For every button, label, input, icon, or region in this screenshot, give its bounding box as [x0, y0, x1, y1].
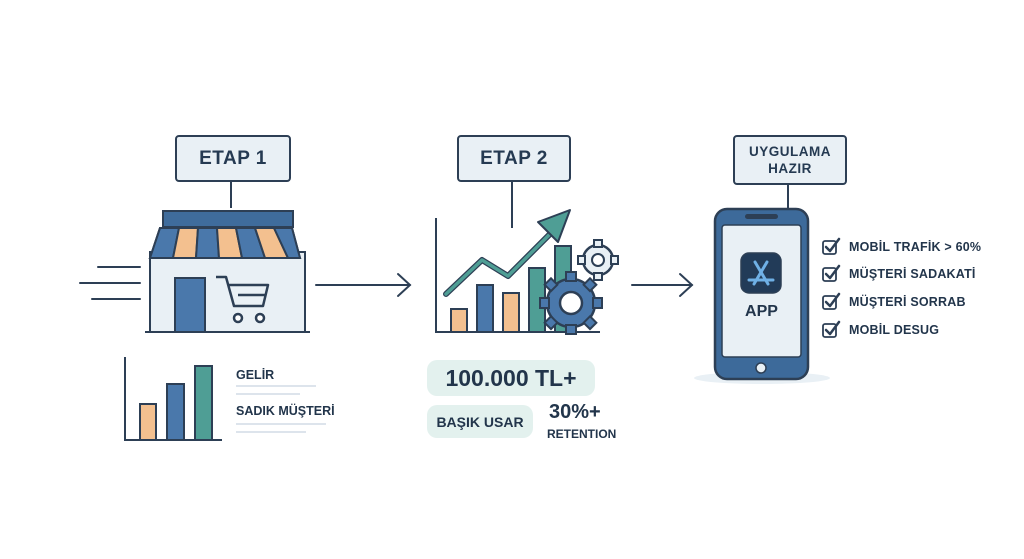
growth-arrow-head-icon	[537, 209, 571, 243]
stage1-bar-blue	[166, 383, 185, 441]
stage3-label-line2: HAZIR	[768, 161, 812, 176]
stage1-label-text: ETAP 1	[199, 147, 267, 169]
stage3-label-line1: UYGULAMA	[749, 144, 831, 159]
revenue-value: 100.000 TL+	[445, 364, 577, 391]
revenue-pill: 100.000 TL+	[427, 360, 595, 396]
checklist-boxes	[822, 240, 837, 338]
stage2-label-text: ETAP 2	[480, 147, 548, 169]
smartphone-icon	[694, 207, 830, 384]
app-label: APP	[745, 303, 778, 320]
retention-value: 30%+	[549, 401, 601, 423]
checklist-item-1: MOBİL TRAFİK > 60%	[849, 240, 981, 254]
gears-icon	[539, 239, 619, 335]
stage1-legend-lines	[236, 385, 326, 433]
stage1-bar-chart	[124, 357, 222, 441]
shopping-cart-icon	[216, 275, 270, 324]
stage2-label: ETAP 2	[457, 135, 571, 182]
checklist-item-2-text: MÜŞTERİ SADAKATİ	[849, 267, 976, 281]
check-icons	[824, 237, 841, 336]
stage2-bar-orange	[450, 308, 468, 333]
stage1-bar-teal	[194, 365, 213, 441]
flow-arrow-1	[315, 273, 412, 297]
legend-gelir: GELİR	[236, 368, 275, 382]
stage3-label: UYGULAMA HAZIR	[733, 135, 847, 185]
store-icon	[145, 210, 310, 333]
badge-text: BAŞIK USAR	[436, 413, 524, 430]
stage2-bar-blue	[476, 284, 494, 333]
stage2-bar-orange-2	[502, 292, 520, 333]
checklist-item-3-text: MÜŞTERİ SORRAB	[849, 295, 966, 309]
checklist-item-4: MOBİL DESUG	[849, 323, 939, 337]
checklist-item-1-text: MOBİL TRAFİK > 60%	[849, 240, 982, 254]
flow-arrow-2	[631, 273, 694, 297]
stage1-label: ETAP 1	[175, 135, 291, 182]
retention-label: RETENTION	[547, 427, 617, 441]
speed-lines-icon	[79, 266, 141, 300]
checklist-item-2: MÜŞTERİ SADAKATİ	[849, 267, 976, 281]
legend-sadik-musteri: SADIK MÜŞTERİ	[236, 404, 335, 418]
checklist-item-4-text: MOBİL DESUG	[849, 323, 940, 337]
checklist-item-3: MÜŞTERİ SORRAB	[849, 295, 966, 309]
stage1-bar-orange	[139, 403, 157, 441]
badge-pill: BAŞIK USAR	[427, 405, 533, 438]
